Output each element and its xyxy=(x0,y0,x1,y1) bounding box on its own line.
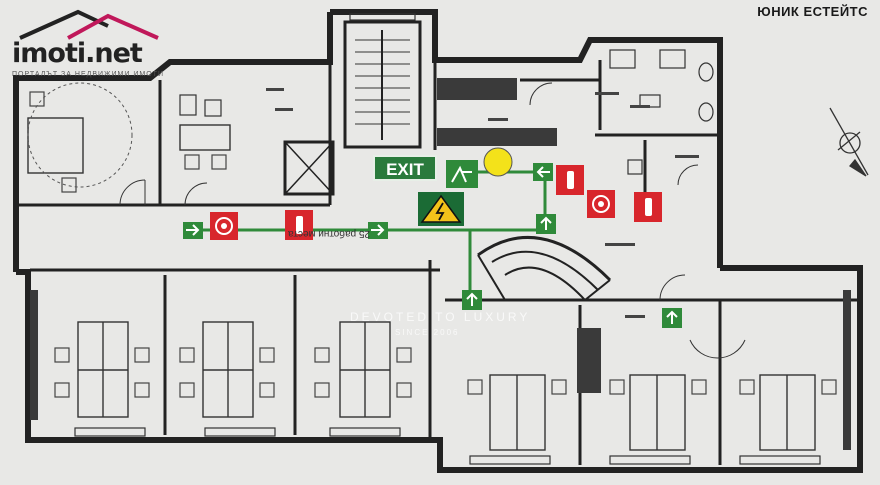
exit-sign: EXIT xyxy=(373,155,437,181)
spiral-staircase xyxy=(477,235,612,301)
watermark-line-1: DEVOTED TO LUXURY xyxy=(350,310,531,324)
route-label: 25 работни места xyxy=(288,228,371,239)
inner-walls xyxy=(16,60,860,465)
window-sills xyxy=(74,13,821,465)
route-arrows xyxy=(183,160,682,328)
door-swings xyxy=(119,82,746,359)
staircase xyxy=(343,20,422,149)
room-tags xyxy=(266,88,699,318)
outer-walls xyxy=(13,9,863,473)
warning-signs xyxy=(418,147,513,226)
elevator-shaft xyxy=(283,140,335,196)
watermark-line-2: SINCE 2006 xyxy=(395,328,460,337)
radiators xyxy=(30,78,851,450)
desk-clusters xyxy=(27,117,816,451)
chairs xyxy=(29,91,837,398)
compass-rose xyxy=(829,107,869,177)
meeting-area-outline xyxy=(27,82,133,188)
agency-label: ЮНИК ЕСТЕЙТС xyxy=(757,4,868,19)
fire-safety-signs xyxy=(210,165,662,240)
brand-name: imoti.net xyxy=(12,38,143,69)
brand-tagline: ПОРТАЛЪТ ЗА НЕДВИЖИМИ ИМОТИ xyxy=(12,71,164,78)
brand-logo-roof-icon xyxy=(19,9,159,40)
